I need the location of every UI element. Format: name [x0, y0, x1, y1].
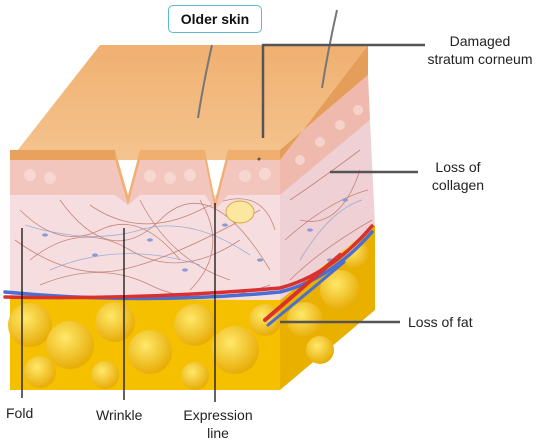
- label-loss-of-fat: Loss of fat: [408, 314, 473, 330]
- blood-vessels: [3, 224, 374, 327]
- label-stratum-line2: stratum corneum: [427, 51, 533, 67]
- label-expression-line2: line: [207, 425, 229, 441]
- label-loss-of-collagen: Loss of collagen: [418, 158, 498, 194]
- label-expression-line: Expression line: [172, 406, 264, 442]
- label-collagen-line1: Loss of: [435, 159, 481, 175]
- stratum-corneum-layer: [10, 45, 368, 210]
- fat-layer: [8, 225, 375, 390]
- label-expression-line1: Expression: [183, 407, 253, 423]
- callout-lines: [257, 43, 425, 324]
- older-skin-title: Older skin: [168, 5, 262, 33]
- label-damaged-stratum-corneum: Damaged stratum corneum: [410, 32, 550, 68]
- label-fold: Fold: [6, 405, 34, 421]
- label-collagen-line2: collagen: [431, 177, 485, 193]
- label-stratum-line1: Damaged: [449, 33, 511, 49]
- hairs: [197, 9, 338, 119]
- label-wrinkle: Wrinkle: [96, 407, 143, 423]
- pointer-lines: [21, 203, 216, 402]
- dermis-layer: [10, 120, 375, 300]
